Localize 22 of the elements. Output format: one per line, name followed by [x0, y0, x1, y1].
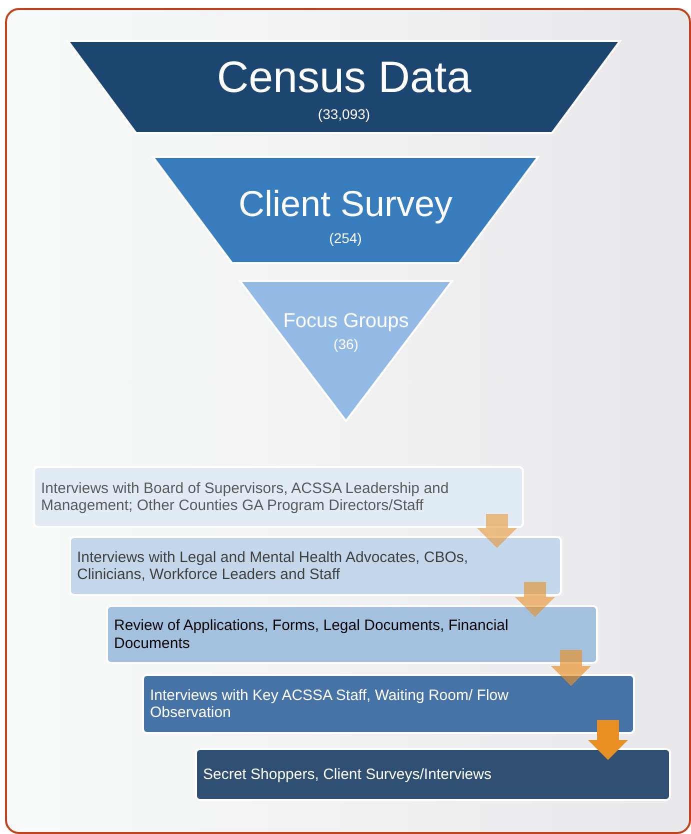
step-text: Interviews with Board of Supervisors, ACSSA Leadership and Management; Other Counties GA Program Directors/Staff: [41, 480, 450, 514]
step-box: [106, 605, 598, 664]
down-arrow: [515, 582, 555, 617]
count-label: (254): [329, 231, 362, 246]
funnel-triangle: [240, 281, 452, 421]
count-label: (36): [334, 337, 358, 352]
step-text: Secret Shoppers, Client Surveys/Interviews: [203, 766, 492, 784]
step-box: [33, 466, 524, 528]
funnel-trapezoid: [153, 157, 538, 263]
step-text: Interviews with Legal and Mental Health Advocates, CBOs, Clinicians, Workforce Leaders and Staff: [77, 548, 470, 584]
down-arrow: [551, 650, 591, 686]
funnel-title: Client Survey: [238, 185, 453, 223]
step-box: [195, 748, 671, 801]
count-label: (33,093): [318, 107, 370, 122]
step-text: Interviews with Key ACSSA Staff, Waiting Room/ Flow Observation: [150, 686, 510, 722]
down-arrow: [477, 514, 517, 548]
down-arrow: [588, 720, 628, 760]
funnel-title: Census Data: [216, 55, 472, 102]
step-box: [69, 536, 562, 596]
step-box: [142, 674, 635, 734]
step-text: Review of Applications, Forms, Legal Documents, Financial Documents: [114, 617, 510, 652]
funnel-title: Focus Groups: [283, 311, 409, 332]
